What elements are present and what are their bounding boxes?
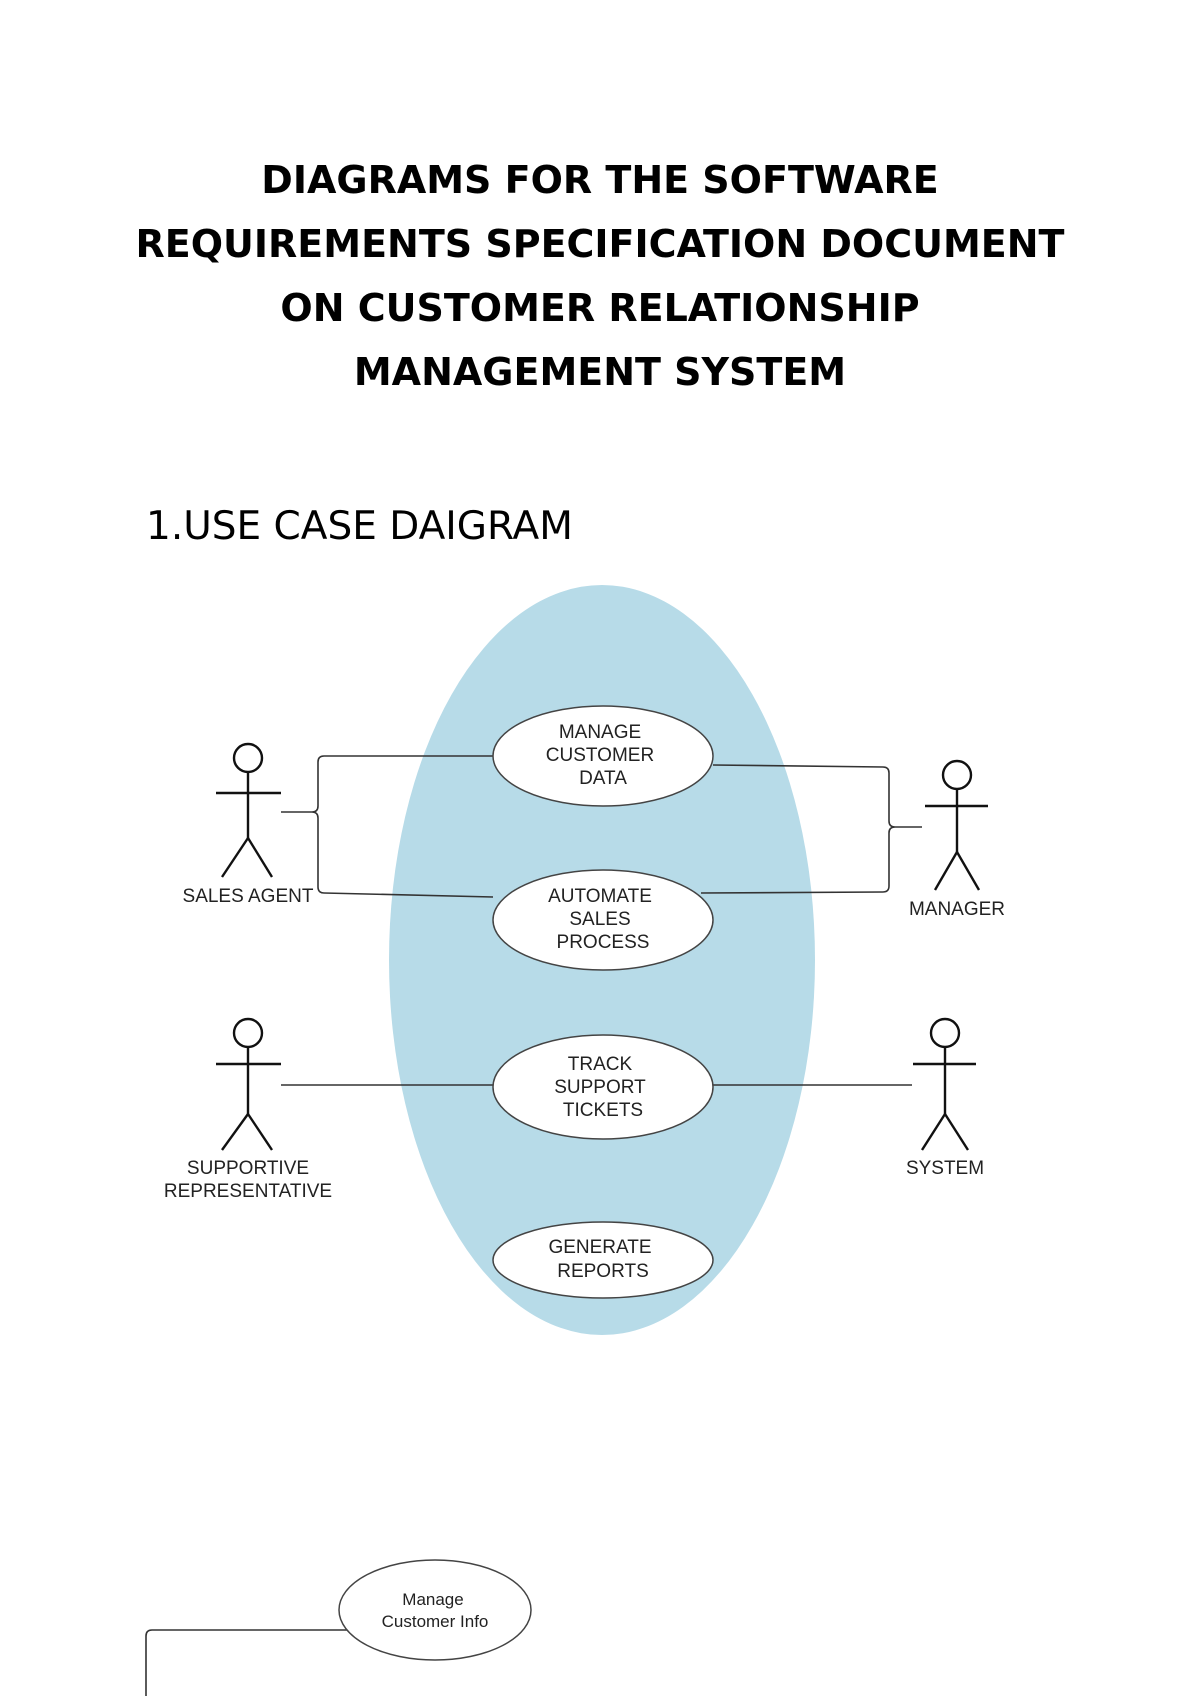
- use-case-label: Customer Info: [382, 1612, 489, 1631]
- use-case-label: TRACK: [568, 1054, 633, 1075]
- actor-sales-agent: SALES AGENT: [183, 742, 314, 907]
- use-case-track-support-tickets: TRACK SUPPORT TICKETS: [492, 1034, 714, 1140]
- use-case-automate-sales-process: AUTOMATE SALES PROCESS: [492, 869, 714, 971]
- second-diagram-fragment: Manage Customer Info: [145, 1559, 532, 1696]
- stick-figure-icon: [216, 1017, 281, 1151]
- actor-label: MANAGER: [909, 899, 1005, 920]
- actor-system: SYSTEM: [906, 1017, 984, 1179]
- title-line-2: REQUIREMENTS SPECIFICATION DOCUMENT: [135, 222, 1065, 266]
- actor-manager: MANAGER: [909, 759, 1005, 920]
- use-case-label: CUSTOMER: [546, 745, 654, 766]
- actor-supportive-representative: SUPPORTIVE REPRESENTATIVE: [164, 1017, 332, 1202]
- title-line-3: ON CUSTOMER RELATIONSHIP: [280, 286, 920, 330]
- use-case-manage-customer-data: MANAGE CUSTOMER DATA: [492, 705, 714, 807]
- actor-label: SUPPORTIVE: [187, 1158, 309, 1179]
- sales-agent-bracket: [281, 755, 494, 898]
- use-case-label: SALES: [569, 909, 630, 930]
- stick-figure-icon: [913, 1017, 976, 1151]
- use-case-label: DATA: [579, 768, 627, 789]
- association-line: [145, 1629, 352, 1696]
- association-lines: [281, 755, 922, 1086]
- document-title: DIAGRAMS FOR THE SOFTWARE REQUIREMENTS S…: [100, 148, 1100, 404]
- manager-bracket: [700, 764, 922, 894]
- use-case-label: PROCESS: [557, 932, 650, 953]
- actor-label: REPRESENTATIVE: [164, 1181, 332, 1202]
- use-case-label: REPORTS: [557, 1261, 649, 1282]
- use-case-label: MANAGE: [559, 722, 641, 743]
- use-case-label: TICKETS: [563, 1100, 643, 1121]
- stick-figure-icon: [925, 759, 988, 891]
- title-line-1: DIAGRAMS FOR THE SOFTWARE: [261, 158, 939, 202]
- use-case-label: GENERATE: [548, 1237, 651, 1258]
- use-case-manage-customer-info: [338, 1559, 532, 1661]
- use-case-label: Manage: [402, 1590, 463, 1609]
- actor-label: SALES AGENT: [183, 886, 314, 907]
- title-line-4: MANAGEMENT SYSTEM: [353, 350, 847, 394]
- section-heading: 1.USE CASE DAIGRAM: [146, 504, 573, 549]
- use-case-generate-reports: GENERATE REPORTS: [492, 1221, 714, 1299]
- use-case-label: AUTOMATE: [548, 886, 652, 907]
- stick-figure-icon: [216, 742, 281, 878]
- use-case-label: SUPPORT: [554, 1077, 646, 1098]
- actor-label: SYSTEM: [906, 1158, 984, 1179]
